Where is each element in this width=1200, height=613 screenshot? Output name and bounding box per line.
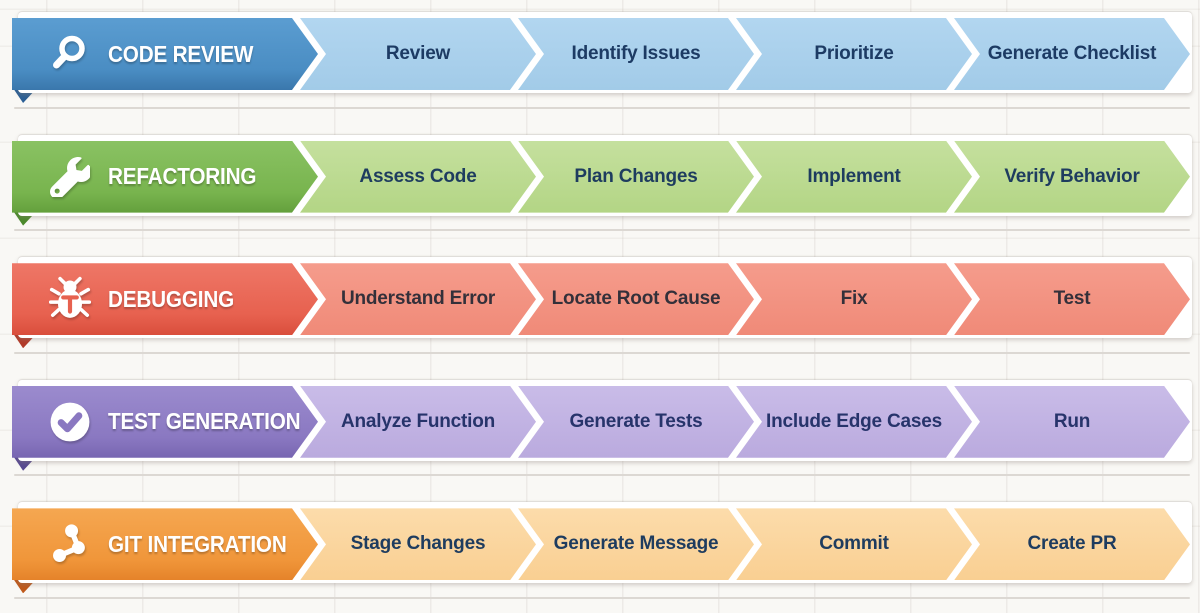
workflow-row-refactoring: REFACTORING Assess Code Plan Changes Imp…: [0, 123, 1200, 246]
step-chevron: Fix: [736, 263, 972, 335]
step-chevron: Test: [954, 263, 1190, 335]
step-chevron: Include Edge Cases: [736, 386, 972, 458]
bug-icon: [48, 276, 92, 322]
step-chevron: Generate Tests: [518, 386, 754, 458]
step-label: Understand Error: [340, 288, 496, 310]
step-label: Test: [1053, 288, 1091, 310]
step-chevron: Identify Issues: [518, 18, 754, 90]
step-label: Run: [1053, 410, 1091, 432]
row-header-code-review: CODE REVIEW: [12, 18, 318, 90]
row-title: REFACTORING: [108, 163, 257, 190]
workflow-row-debugging: DEBUGGING Understand Error Locate Root C…: [0, 245, 1200, 368]
step-label: Assess Code: [359, 165, 477, 187]
step-chevron: Create PR: [954, 508, 1190, 580]
row-title: TEST GENERATION: [108, 408, 301, 435]
step-chevron: Locate Root Cause: [518, 263, 754, 335]
workflow-row-code-review: CODE REVIEW Review Identify Issues Prior…: [0, 0, 1200, 123]
step-label: Identify Issues: [571, 43, 701, 64]
step-label: Verify Behavior: [1004, 165, 1140, 187]
step-label: Locate Root Cause: [551, 288, 721, 310]
workflow-row-test-generation: TEST GENERATION Analyze Function Generat…: [0, 368, 1200, 491]
step-chevron: Commit: [736, 508, 972, 580]
step-label: Implement: [807, 165, 901, 187]
step-label: Generate Checklist: [987, 43, 1157, 64]
step-label: Fix: [840, 288, 868, 310]
step-label: Analyze Function: [340, 410, 496, 432]
step-label: Prioritize: [814, 43, 894, 64]
step-chevron: Implement: [736, 141, 972, 213]
step-label: Create PR: [1027, 533, 1117, 555]
step-chevron: Generate Message: [518, 508, 754, 580]
step-label: Include Edge Cases: [766, 410, 942, 432]
step-label: Commit: [819, 533, 889, 555]
step-chevron: Review: [300, 18, 536, 90]
wrench-icon: [48, 154, 92, 200]
check-circle-icon: [48, 399, 92, 445]
row-header-refactoring: REFACTORING: [12, 141, 318, 213]
row-title: DEBUGGING: [108, 285, 235, 312]
git-branch-icon: [48, 521, 92, 567]
workflow-row-git-integration: GIT INTEGRATION Stage Changes Generate M…: [0, 490, 1200, 613]
step-chevron: Stage Changes: [300, 508, 536, 580]
row-title: CODE REVIEW: [108, 40, 254, 67]
step-chevron: Plan Changes: [518, 141, 754, 213]
row-header-test-generation: TEST GENERATION: [12, 386, 318, 458]
magnifier-icon: [48, 31, 92, 77]
step-chevron: Understand Error: [300, 263, 536, 335]
row-title: GIT INTEGRATION: [108, 530, 287, 557]
step-label: Plan Changes: [574, 165, 698, 187]
step-label: Generate Message: [553, 533, 719, 555]
step-chevron: Prioritize: [736, 18, 972, 90]
step-label: Stage Changes: [350, 533, 486, 555]
step-chevron: Generate Checklist: [954, 18, 1190, 90]
row-header-debugging: DEBUGGING: [12, 263, 318, 335]
row-header-git-integration: GIT INTEGRATION: [12, 508, 318, 580]
step-chevron: Verify Behavior: [954, 141, 1190, 213]
step-label: Review: [385, 43, 451, 64]
step-chevron: Run: [954, 386, 1190, 458]
step-chevron: Assess Code: [300, 141, 536, 213]
step-label: Generate Tests: [569, 410, 703, 432]
step-chevron: Analyze Function: [300, 386, 536, 458]
